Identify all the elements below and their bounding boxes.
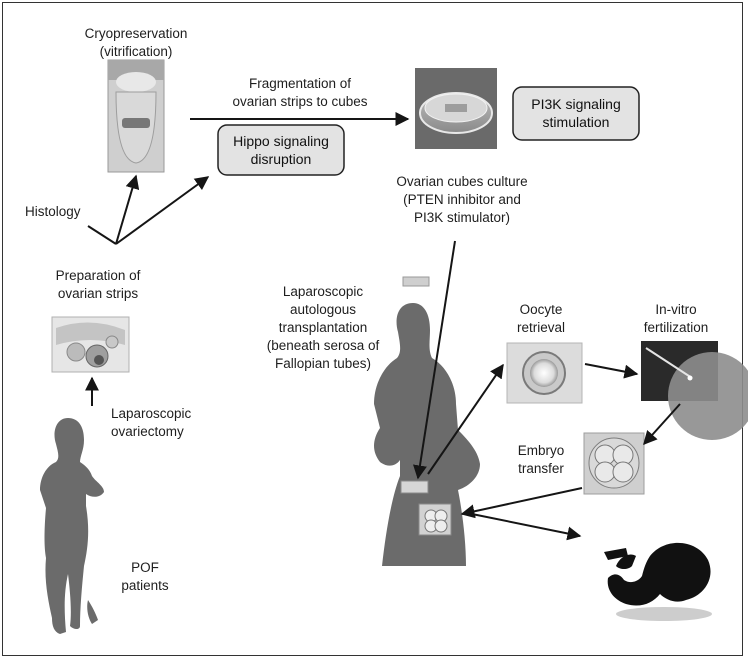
label-ovariectomy-line-1: Laparoscopic — [111, 406, 192, 421]
label-preparation-line-2: ovarian strips — [58, 286, 139, 301]
label-fragmentation-line-2: ovarian strips to cubes — [232, 94, 367, 109]
label-histology: Histology — [25, 204, 81, 219]
label-culture-line-3: PI3K stimulator) — [414, 210, 510, 225]
cryo-device-image — [107, 59, 165, 173]
label-transplantation: Laparoscopic autologous transplantation … — [267, 284, 380, 371]
arrow-ivf-to-embryo — [643, 403, 681, 446]
label-oocyte-line-2: retrieval — [517, 320, 565, 335]
label-cryopreservation: Cryopreservation (vitrification) — [85, 26, 188, 59]
label-transplantation-line-4: (beneath serosa of — [267, 338, 380, 353]
label-preparation: Preparation of ovarian strips — [56, 268, 141, 301]
label-embryo-line-2: transfer — [518, 461, 564, 476]
oocyte-image — [506, 342, 583, 404]
tissue-piece-implanted — [400, 480, 429, 494]
label-embryo-line-1: Embryo — [518, 443, 565, 458]
arrow-strips-to-histology — [87, 225, 117, 245]
label-oocyte-line-1: Oocyte — [520, 302, 563, 317]
arrow-strips-to-fragmentation — [115, 176, 210, 245]
implanted-embryo-image — [418, 503, 452, 536]
arrow-to-oocyte — [427, 363, 504, 475]
label-cryopreservation-line-2: (vitrification) — [100, 44, 173, 59]
hippo-box: Hippo signaling disruption — [217, 124, 345, 176]
hippo-box-line-1: Hippo signaling — [233, 133, 329, 149]
arrow-strips-to-cryo — [115, 174, 140, 245]
label-oocyte: Oocyte retrieval — [517, 302, 565, 335]
label-embryo: Embryo transfer — [518, 443, 565, 476]
arrow-embryo-to-transfer — [460, 487, 583, 519]
pi3k-box-line-1: PI3K signaling — [531, 96, 621, 112]
patient-silhouette — [40, 418, 104, 634]
pi3k-box: PI3K signaling stimulation — [512, 86, 640, 141]
ivf-injection-image — [641, 341, 748, 440]
label-pof-line-2: patients — [121, 578, 169, 593]
pi3k-box-line-2: stimulation — [543, 114, 610, 130]
label-transplantation-line-1: Laparoscopic — [283, 284, 364, 299]
label-ovariectomy-line-2: ovariectomy — [111, 424, 184, 439]
arrow-transfer-to-baby — [471, 513, 582, 541]
label-ivf-line-2: fertilization — [644, 320, 709, 335]
label-pof: POF patients — [121, 560, 169, 593]
arrow-oocyte-to-ivf — [584, 363, 639, 379]
label-preparation-line-1: Preparation of — [56, 268, 141, 283]
culture-dish-image — [415, 68, 497, 149]
embryo-image — [583, 432, 645, 495]
label-fragmentation-line-1: Fragmentation of — [249, 76, 351, 91]
hippo-box-line-2: disruption — [251, 151, 312, 167]
label-transplantation-line-5: Fallopian tubes) — [275, 356, 371, 371]
ovarian-strip-image — [51, 316, 130, 373]
arrow-culture-to-transplant — [413, 240, 456, 480]
recipient-silhouette — [374, 303, 480, 566]
label-transplantation-line-2: autologous — [290, 302, 356, 317]
label-ovariectomy: Laparoscopic ovariectomy — [111, 406, 192, 439]
label-fragmentation: Fragmentation of ovarian strips to cubes — [232, 76, 367, 109]
label-ivf: In-vitro fertilization — [644, 302, 709, 335]
label-culture: Ovarian cubes culture (PTEN inhibitor an… — [396, 174, 527, 225]
tissue-piece-floating — [402, 276, 430, 287]
label-ivf-line-1: In-vitro — [655, 302, 696, 317]
label-transplantation-line-3: transplantation — [279, 320, 368, 335]
label-culture-line-1: Ovarian cubes culture — [396, 174, 527, 189]
fetus-silhouette — [604, 542, 712, 621]
label-cryopreservation-line-1: Cryopreservation — [85, 26, 188, 41]
label-culture-line-2: (PTEN inhibitor and — [403, 192, 521, 207]
label-pof-line-1: POF — [131, 560, 159, 575]
